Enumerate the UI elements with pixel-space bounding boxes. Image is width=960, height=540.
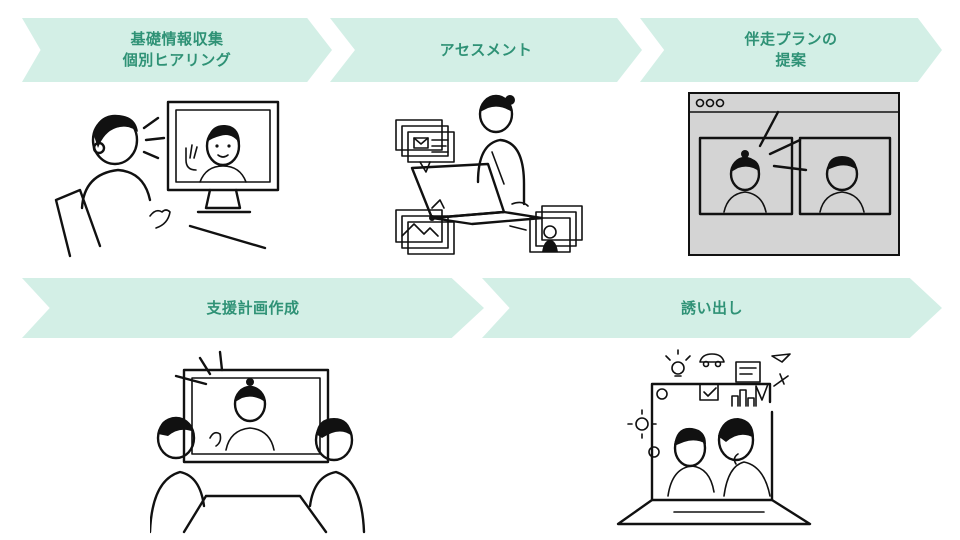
speech-lines-icon bbox=[142, 116, 166, 160]
step-label-assessment: アセスメント bbox=[439, 40, 533, 59]
step-chevron-hearing: 基礎情報収集 個別ヒアリング bbox=[22, 18, 332, 82]
step-label-hearing: 基礎情報収集 個別ヒアリング bbox=[122, 30, 232, 69]
bar-chart-icon bbox=[731, 383, 769, 407]
illustration-plan-proposal bbox=[688, 92, 900, 256]
step-label-support-plan: 支援計画作成 bbox=[206, 298, 300, 317]
checkbox-icon bbox=[699, 383, 719, 401]
photo-icon bbox=[395, 209, 443, 243]
step-chevron-plan-proposal: 伴走プランの 提案 bbox=[640, 18, 942, 82]
illustration-hearing bbox=[54, 100, 280, 258]
gear-icon bbox=[627, 409, 660, 458]
illustration-assessment bbox=[395, 94, 583, 255]
step-chevron-invitation: 誘い出し bbox=[482, 278, 942, 338]
lightbulb-icon bbox=[665, 349, 691, 377]
step-label-invitation: 誘い出し bbox=[680, 298, 743, 317]
airplane-icon bbox=[773, 373, 789, 387]
car-icon bbox=[699, 353, 725, 368]
step-chevron-support-plan: 支援計画作成 bbox=[22, 278, 484, 338]
paper-plane-icon bbox=[771, 353, 791, 363]
document-icon bbox=[431, 139, 449, 153]
step-label-plan-proposal: 伴走プランの 提案 bbox=[744, 30, 838, 69]
step-chevron-assessment: アセスメント bbox=[330, 18, 642, 82]
illustration-invitation bbox=[616, 349, 812, 526]
document-icon bbox=[735, 361, 761, 383]
illustration-support-plan bbox=[150, 350, 366, 534]
mail-icon bbox=[407, 131, 455, 163]
video-call-window bbox=[689, 98, 899, 216]
